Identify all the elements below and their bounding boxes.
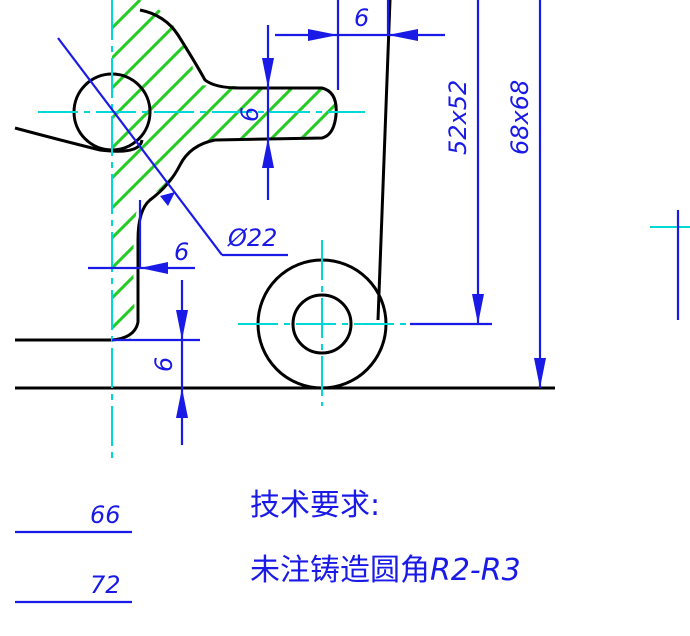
- notes-line1-suffix: R2-R3: [430, 553, 521, 588]
- dim-rib-thickness: 6: [236, 107, 264, 122]
- dim-hole-diameter: Ø22: [227, 224, 277, 252]
- arrowheads: [140, 29, 546, 418]
- notes-line1: 未注铸造圆角R2-R3: [250, 553, 521, 588]
- dim-base-thickness: 6: [150, 357, 178, 372]
- dim-square-68: 68x68: [506, 80, 534, 155]
- notes-line1-prefix: 未注铸造圆角: [250, 553, 430, 588]
- dim-wall-thickness: 6: [174, 238, 189, 266]
- notes-title: 技术要求:: [250, 488, 380, 523]
- center-lines: [38, 0, 690, 458]
- dim-square-52: 52x52: [444, 80, 472, 155]
- dim-total-66: 66: [90, 501, 121, 529]
- part-outline: [14, 0, 555, 390]
- dim-total-72: 72: [90, 571, 121, 599]
- dim-top-width: 6: [354, 4, 369, 32]
